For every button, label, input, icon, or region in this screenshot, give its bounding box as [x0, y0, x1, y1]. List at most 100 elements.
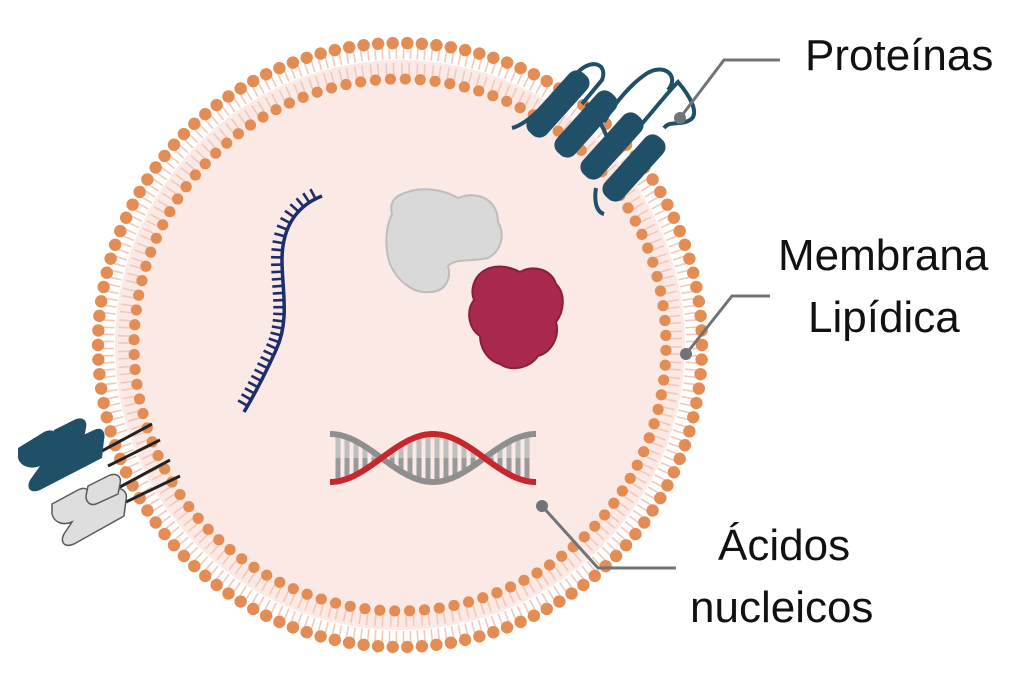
lipid-head [300, 52, 312, 64]
lipid-head [589, 570, 601, 582]
lipid-head [459, 44, 471, 56]
lipid-head [152, 450, 163, 461]
lipid-tail [678, 277, 690, 280]
lipid-tail [104, 313, 116, 314]
lipid-head [695, 353, 707, 365]
lipid-head [168, 539, 180, 551]
lipid-head [345, 601, 356, 612]
lipid-tail [382, 630, 383, 642]
lipid-tail [655, 210, 666, 215]
lipid-tail [194, 129, 202, 138]
lipid-head [434, 602, 445, 613]
lipid-tail [134, 210, 145, 215]
lipid-tail [189, 547, 197, 555]
lipid-head [164, 206, 175, 217]
lipid-head [151, 233, 162, 244]
lipid-head [630, 215, 641, 226]
lipid-head [221, 138, 232, 149]
lipid-head [694, 310, 706, 322]
lipid-head [638, 446, 649, 457]
lipid-tail [103, 369, 115, 370]
lipid-head [501, 621, 513, 633]
lipid-tail [361, 50, 363, 62]
lipid-head [210, 99, 222, 111]
rna-base [271, 272, 282, 273]
lipid-head [565, 587, 577, 599]
lipid-head [95, 295, 107, 307]
lipid-head [608, 498, 619, 509]
lipid-tail [685, 362, 697, 363]
lipid-tail [629, 516, 639, 523]
lipid-head [120, 212, 132, 224]
lipid-tail [105, 305, 117, 307]
lipid-tail [119, 366, 131, 367]
lipid-tail [677, 417, 689, 420]
lipid-tail [478, 58, 481, 70]
lipid-head [416, 640, 428, 652]
lipid-tail [671, 437, 682, 441]
lipid-tail [669, 243, 680, 247]
lipid-head [210, 579, 222, 591]
lipid-tail [252, 86, 258, 96]
lipid-tail [661, 462, 672, 467]
lipid-tail [291, 68, 295, 79]
lipid-head [687, 411, 699, 423]
lipid-tail [118, 358, 130, 359]
lipid-tail [110, 410, 122, 413]
lipid-head [274, 577, 285, 588]
lipid-tail [664, 229, 675, 234]
lipid-head [660, 345, 671, 356]
lipid-tail [648, 487, 658, 493]
lipid-head [247, 603, 259, 615]
lipid-tail [669, 323, 681, 324]
lipid-tail [165, 161, 174, 168]
lipid-tail [170, 527, 179, 535]
lipid-head [599, 560, 611, 572]
lipid-head [487, 626, 499, 638]
lipid-tail [641, 185, 651, 191]
lipid-tail [115, 256, 126, 260]
lipid-tail [438, 50, 440, 62]
lipid-tail [179, 145, 188, 153]
lipid-tail [421, 614, 422, 626]
lipid-tail [361, 628, 363, 640]
lipid-tail [621, 527, 630, 535]
lipid-head [668, 212, 680, 224]
lipid-tail [452, 52, 454, 64]
lipid-tail [157, 510, 167, 517]
lipid-tail [222, 574, 229, 584]
lipid-tail [318, 620, 321, 632]
lipid-tail [284, 70, 289, 81]
lipid-head [429, 76, 440, 87]
lipid-tail [386, 63, 387, 75]
lipid-tail [332, 624, 335, 636]
lipid-tail [194, 552, 202, 561]
lipid-head [661, 479, 673, 491]
lipid-tail [339, 625, 341, 637]
lipid-head [647, 257, 658, 268]
lipid-head [314, 47, 326, 59]
lipid-tail [240, 94, 246, 104]
lipid-head [340, 79, 351, 90]
lipid-tail [669, 362, 681, 363]
lipid-tail [505, 611, 509, 622]
lipid-head [690, 397, 702, 409]
lipid-tail [524, 603, 529, 614]
lipid-head [273, 62, 285, 74]
lipid-head [387, 37, 399, 49]
lipid-head [92, 339, 104, 351]
lipid-head [158, 150, 170, 162]
lipid-head [287, 621, 299, 633]
lipid-head [101, 267, 113, 279]
lipid-tail [417, 630, 418, 642]
lipid-head [200, 158, 211, 169]
lipid-head [448, 600, 459, 611]
lipid-tail [637, 505, 647, 512]
lipid-head [287, 56, 299, 68]
lipid-tail [157, 173, 167, 180]
lipid-tail [108, 403, 120, 405]
lipid-tail [375, 630, 376, 642]
lipid-head [136, 275, 147, 286]
lipid-tail [153, 505, 163, 512]
lipid-head [129, 319, 140, 330]
